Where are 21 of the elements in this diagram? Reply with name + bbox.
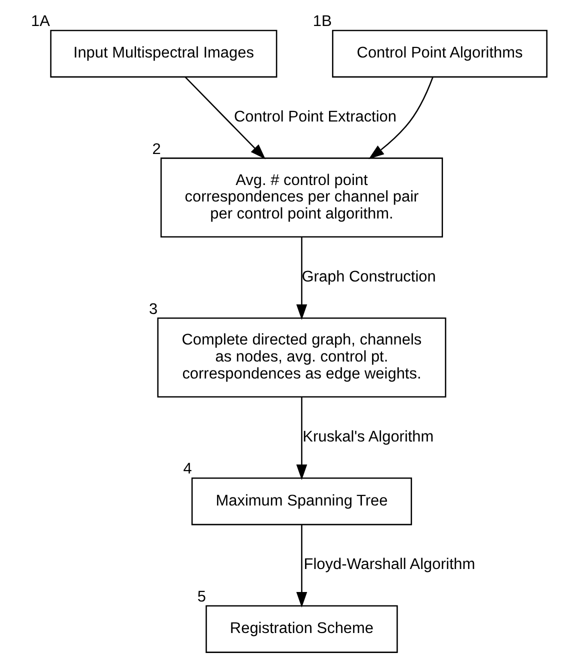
node-box: Complete directed graph, channels as nodes, avg. control pt. correspondences as edge weights. bbox=[157, 318, 446, 398]
edge-label: Kruskal's Algorithm bbox=[302, 428, 434, 446]
node-box: Registration Scheme bbox=[206, 605, 398, 653]
node-box: Maximum Spanning Tree bbox=[191, 478, 412, 526]
node-label: 5 bbox=[197, 588, 206, 606]
edge-label: Floyd-Warshall Algorithm bbox=[304, 556, 476, 574]
arrow bbox=[296, 397, 308, 480]
arrow bbox=[296, 236, 308, 320]
node-box: Control Point Algorithms bbox=[332, 30, 548, 78]
node-label: 3 bbox=[149, 300, 158, 318]
arrow bbox=[184, 76, 266, 160]
node-label: 4 bbox=[183, 460, 192, 478]
arrow bbox=[368, 77, 434, 160]
edge-label: Graph Construction bbox=[302, 268, 436, 286]
arrow bbox=[296, 525, 308, 608]
node-label: 1A bbox=[31, 13, 50, 30]
node-label: 2 bbox=[152, 140, 161, 158]
node-box: Avg. # control point correspondences per channel pair per control point algorithm. bbox=[160, 158, 443, 238]
node-box: Input Multispectral Images bbox=[50, 30, 278, 78]
node-label: 1B bbox=[312, 13, 332, 30]
edge-label: Control Point Extraction bbox=[234, 108, 397, 126]
